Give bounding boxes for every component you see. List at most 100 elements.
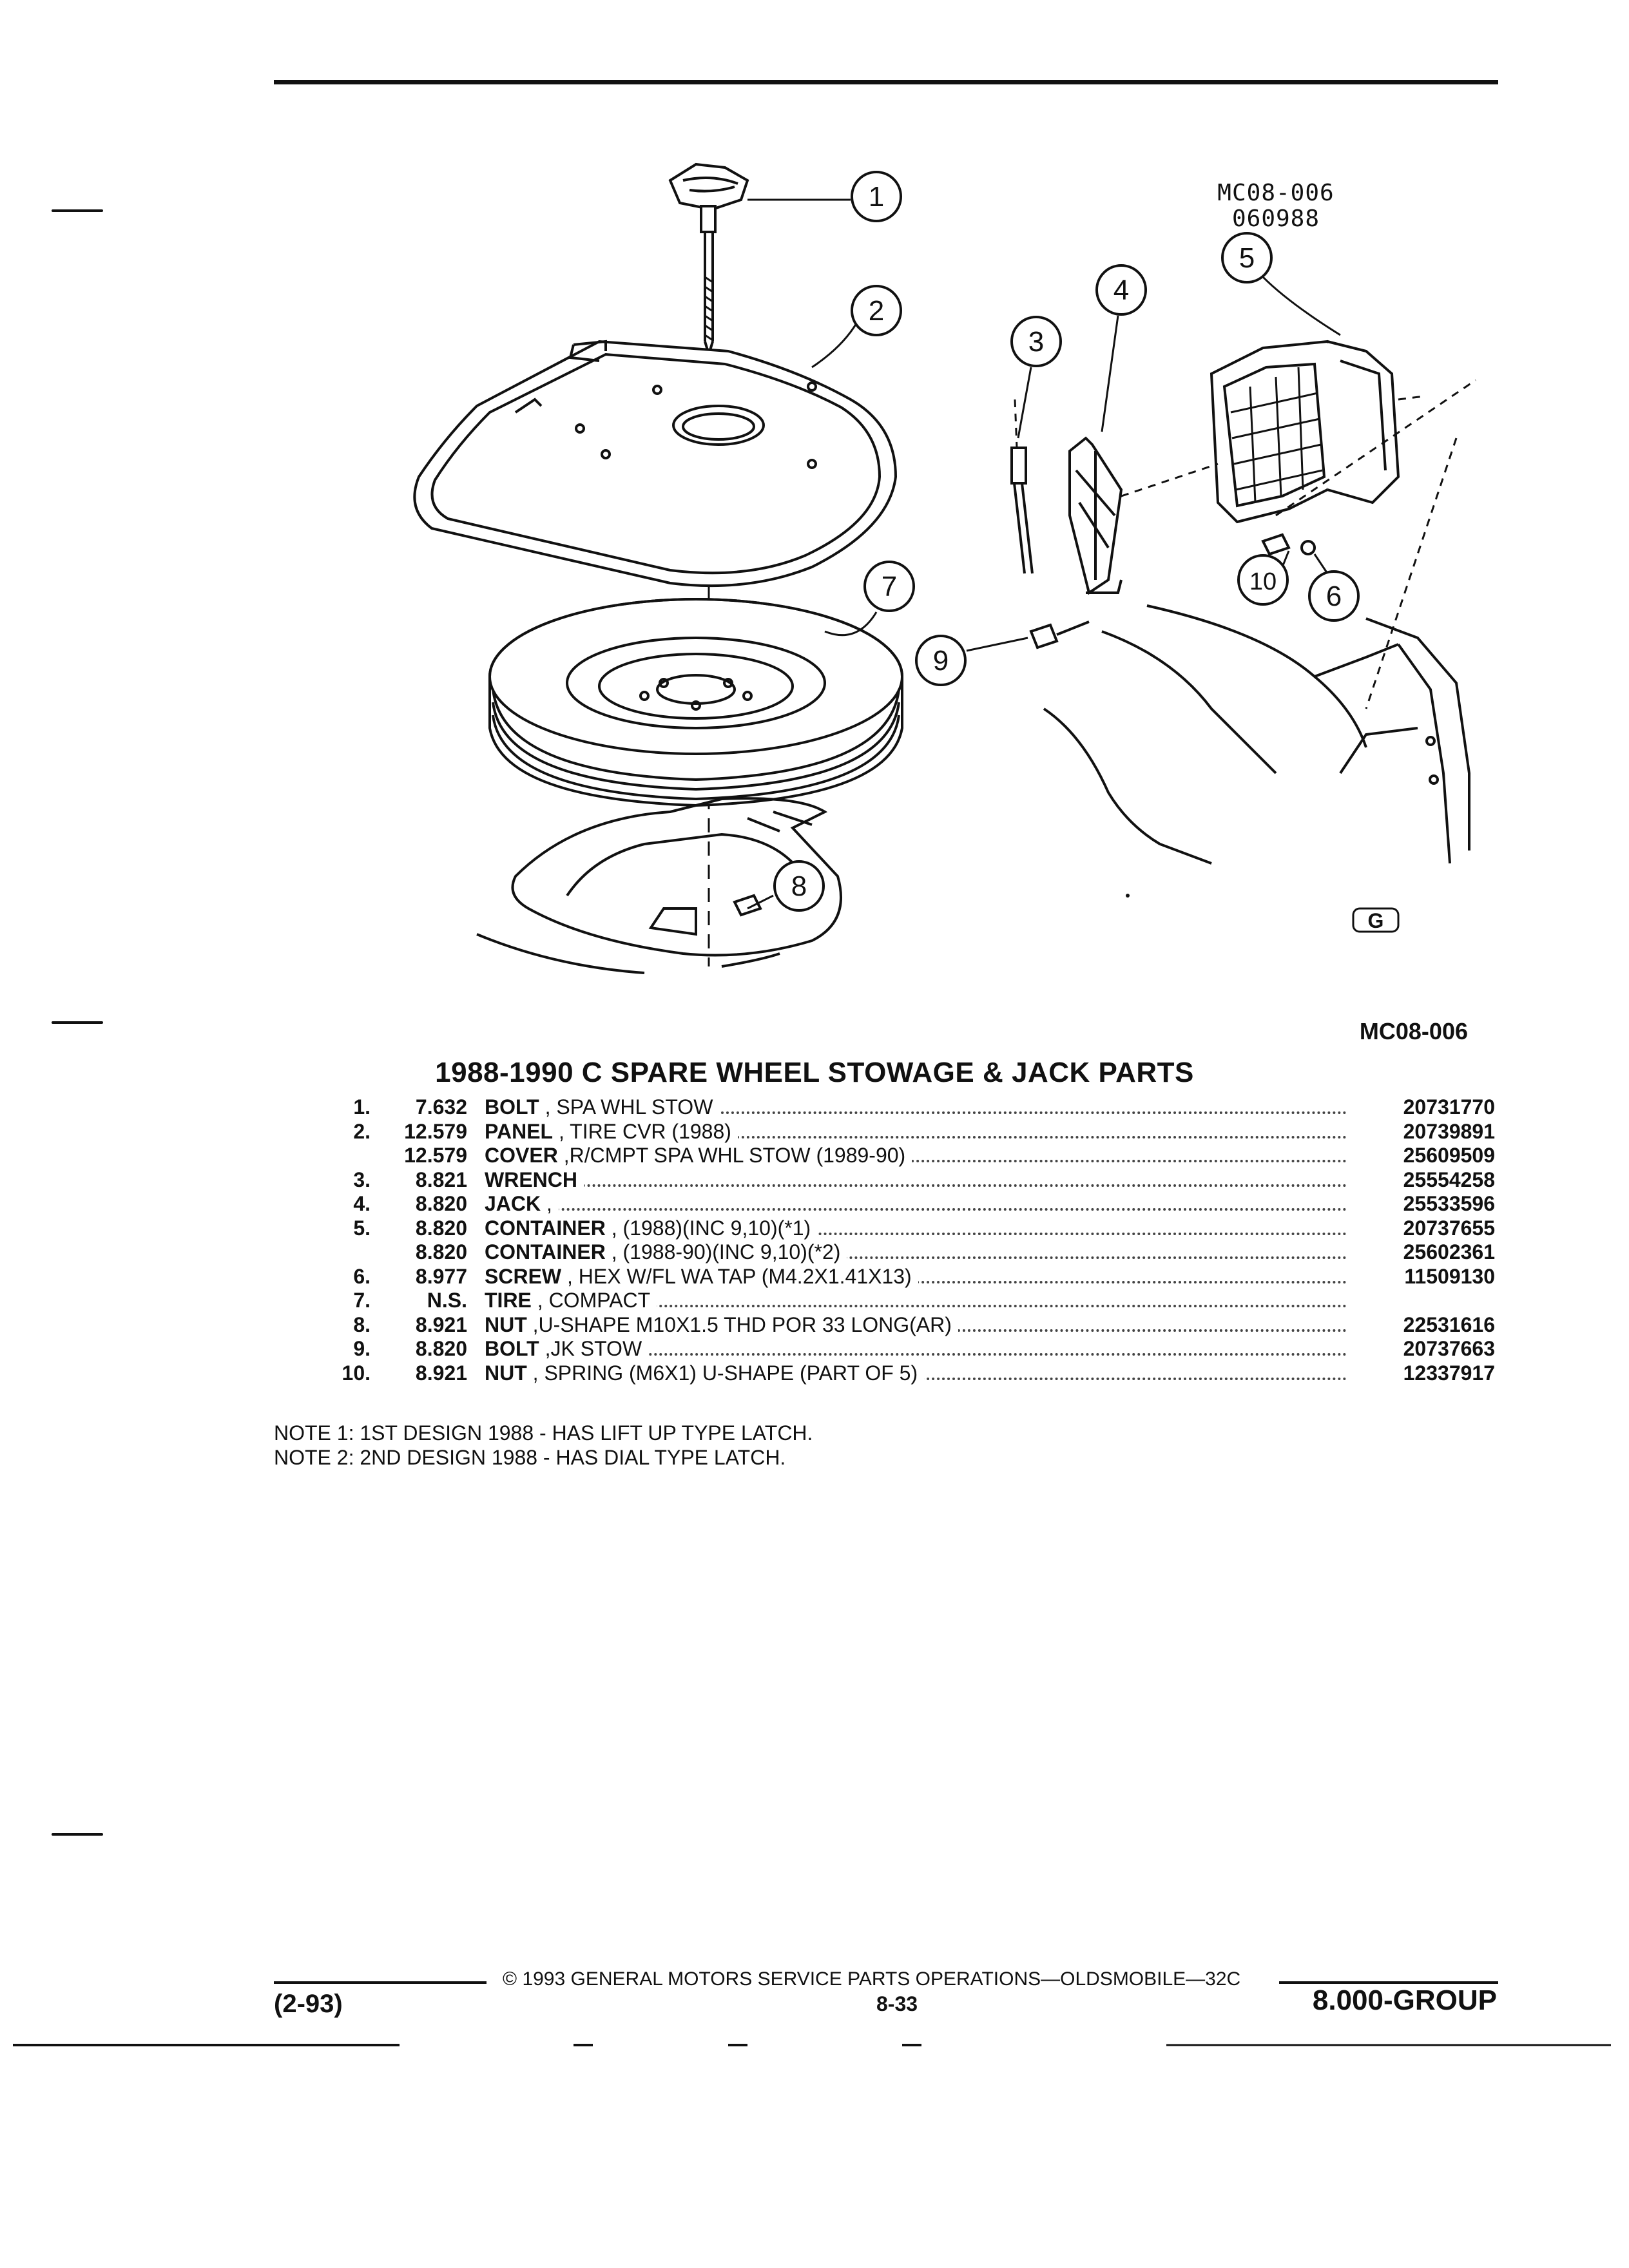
part-row: 8.820 CONTAINER , (1988-90)(INC 9,10)(*2)…: [316, 1240, 1495, 1265]
part-description: , TIRE CVR (1988): [553, 1119, 731, 1143]
notes: NOTE 1: 1ST DESIGN 1988 - HAS LIFT UP TY…: [274, 1421, 813, 1470]
part-index: 6.: [353, 1264, 371, 1288]
gm-logo: G: [1352, 907, 1400, 933]
part-row: 3. 8.821 WRENCH 25554258: [316, 1168, 1495, 1192]
part-group-number: 12.579: [404, 1119, 467, 1143]
group-code: 8.000-GROUP: [1312, 1984, 1497, 2016]
part-number: 25533596: [1360, 1192, 1495, 1216]
ref-code-date: 060988: [1231, 206, 1320, 232]
figure-ref-code: MC08-006 060988: [1192, 180, 1360, 232]
part-number: 12337917: [1360, 1361, 1495, 1385]
tire-cover-panel-illustration: [413, 340, 898, 588]
quarter-panel-illustration: [1043, 379, 1476, 865]
part-description: ,JK STOW: [539, 1337, 642, 1360]
margin-mark: [52, 1021, 103, 1024]
callout-label: 8: [791, 870, 807, 902]
part-row: 8. 8.921 NUT ,U-SHAPE M10X1.5 THD POR 33 L…: [316, 1312, 1495, 1337]
part-name-cell: PANEL , TIRE CVR (1988): [485, 1119, 738, 1144]
part-name-cell: BOLT ,JK STOW: [485, 1337, 649, 1361]
note-line: NOTE 2: 2ND DESIGN 1988 - HAS DIAL TYPE …: [274, 1446, 786, 1469]
spring-nut-illustration: [1261, 533, 1291, 556]
dot-leader: [485, 1305, 1347, 1307]
part-group-number: 8.821: [415, 1168, 467, 1191]
callout-3: 3: [1010, 316, 1062, 367]
part-name: BOLT: [485, 1095, 539, 1119]
jack-stow-bolt-illustration: [1029, 620, 1090, 649]
part-name: BOLT: [485, 1337, 539, 1360]
part-index: 7.: [353, 1289, 371, 1312]
trunk-floor-illustration: [476, 797, 842, 974]
callout-label: 4: [1113, 274, 1129, 306]
part-description: , HEX W/FL WA TAP (M4.2X1.41X13): [561, 1264, 912, 1288]
part-name: COVER: [485, 1144, 558, 1167]
part-name-cell: TIRE , COMPACT: [485, 1289, 657, 1313]
part-number: 25602361: [1360, 1240, 1495, 1265]
section-title: 1988-1990 C SPARE WHEEL STOWAGE & JACK P…: [435, 1057, 1194, 1088]
margin-mark: [52, 1833, 103, 1836]
callout-label: 3: [1028, 326, 1044, 358]
part-name: CONTAINER: [485, 1240, 606, 1264]
callout-label: 1: [869, 181, 884, 213]
dot-leader: [485, 1135, 1347, 1139]
part-number: 20737663: [1360, 1337, 1495, 1361]
part-name: WRENCH: [485, 1168, 577, 1191]
part-name: NUT: [485, 1361, 527, 1385]
callout-label: 10: [1249, 568, 1277, 595]
part-number: 11509130: [1360, 1264, 1495, 1289]
bolt-knob-illustration: [668, 162, 749, 359]
speck: [1126, 894, 1130, 898]
callout-label: 2: [869, 295, 884, 327]
part-index: 8.: [353, 1312, 371, 1336]
page-number: 8-33: [876, 1992, 918, 2015]
compact-tire-illustration: [488, 598, 903, 807]
part-name: CONTAINER: [485, 1216, 606, 1240]
callout-4: 4: [1095, 264, 1147, 316]
part-description: , COMPACT: [531, 1289, 651, 1312]
part-name-cell: JACK ,: [485, 1192, 559, 1216]
part-index: 2.: [353, 1119, 371, 1143]
logo-letter: G: [1368, 909, 1384, 932]
part-group-number: 8.820: [415, 1192, 467, 1215]
part-group-number: 12.579: [404, 1144, 467, 1167]
callout-label: 5: [1239, 242, 1255, 274]
figure-code: MC08-006: [1359, 1018, 1468, 1044]
callout-10: 10: [1237, 554, 1289, 606]
part-number: 22531616: [1360, 1312, 1495, 1337]
part-name-cell: SCREW , HEX W/FL WA TAP (M4.2X1.41X13): [485, 1264, 918, 1289]
u-nut-illustration: [733, 894, 762, 917]
part-index: 10.: [342, 1361, 371, 1385]
part-group-number: 8.820: [415, 1240, 467, 1264]
part-description: ,: [541, 1192, 552, 1215]
part-row: 7.N.S.TIRE , COMPACT: [316, 1289, 1495, 1313]
top-rule: [274, 80, 1498, 84]
callout-6: 6: [1308, 570, 1360, 622]
dot-leader: [485, 1184, 1347, 1187]
part-name-cell: BOLT , SPA WHL STOW: [485, 1095, 720, 1120]
callout-1: 1: [851, 171, 902, 222]
footer-rule: [1279, 1981, 1498, 1984]
part-name-cell: CONTAINER , (1988)(INC 9,10)(*1): [485, 1216, 818, 1240]
callout-5: 5: [1221, 232, 1273, 284]
callout-9: 9: [915, 635, 967, 686]
part-name-cell: CONTAINER , (1988-90)(INC 9,10)(*2): [485, 1240, 847, 1265]
part-number: 20731770: [1360, 1095, 1495, 1120]
revision-date: (2-93): [274, 1990, 343, 2018]
part-name-cell: NUT , SPRING (M6X1) U-SHAPE (PART OF 5): [485, 1361, 925, 1385]
part-name-cell: NUT ,U-SHAPE M10X1.5 THD POR 33 LONG(AR): [485, 1312, 958, 1337]
part-index: 3.: [353, 1168, 371, 1191]
part-number: 25554258: [1360, 1168, 1495, 1192]
part-group-number: 8.921: [415, 1312, 467, 1336]
part-description: , SPA WHL STOW: [539, 1095, 713, 1119]
dot-leader: [485, 1256, 1347, 1259]
part-name: JACK: [485, 1192, 541, 1215]
part-name: TIRE: [485, 1289, 532, 1312]
part-name: PANEL: [485, 1119, 554, 1143]
dot-leader: [485, 1208, 1347, 1211]
part-number: 25609509: [1360, 1144, 1495, 1168]
exploded-parts-diagram: 1 2 3 4 5 6 7 8 9 10 G: [413, 162, 1476, 974]
